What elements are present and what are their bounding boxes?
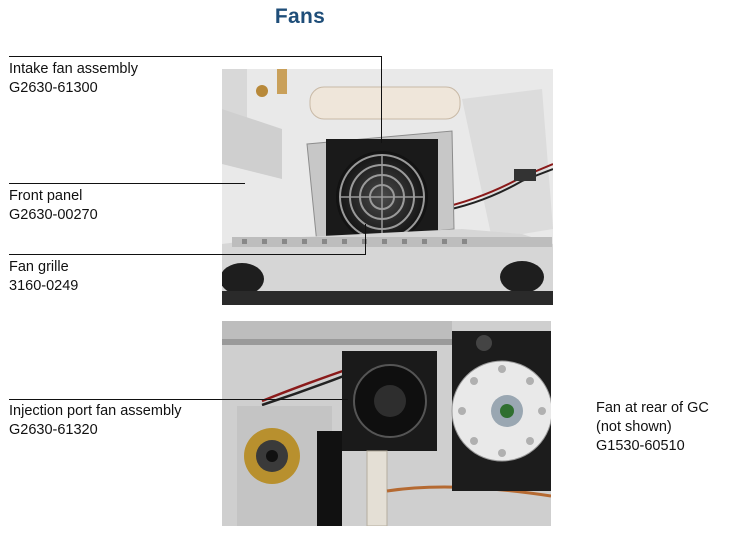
intake-fan-illustration bbox=[222, 69, 553, 305]
rear-fan-callout: Fan at rear of GC (not shown) G1530-6051… bbox=[596, 399, 709, 456]
intake-fan-leader-horizontal bbox=[9, 56, 382, 57]
rear-fan-note: (not shown) bbox=[596, 419, 672, 435]
rear-fan-part-number: G1530-60510 bbox=[596, 438, 685, 454]
fan-grille-callout: Fan grille 3160-0249 bbox=[9, 258, 78, 296]
rear-fan-label: Fan at rear of GC bbox=[596, 400, 709, 416]
intake-fan-photo bbox=[222, 69, 553, 305]
injection-port-fan-label: Injection port fan assembly bbox=[9, 403, 182, 419]
front-panel-leader bbox=[9, 183, 245, 184]
injection-port-fan-leader bbox=[9, 399, 348, 400]
front-panel-callout: Front panel G2630-00270 bbox=[9, 187, 98, 225]
intake-fan-label: Intake fan assembly bbox=[9, 61, 138, 77]
fan-grille-label: Fan grille bbox=[9, 259, 69, 275]
front-panel-label: Front panel bbox=[9, 188, 83, 204]
injection-port-fan-part-number: G2630-61320 bbox=[9, 422, 98, 438]
page-title: Fans bbox=[274, 5, 326, 28]
injection-port-fan-illustration bbox=[222, 321, 551, 526]
intake-fan-callout: Intake fan assembly G2630-61300 bbox=[9, 60, 138, 98]
fan-grille-leader-horizontal bbox=[9, 254, 365, 255]
injection-port-fan-callout: Injection port fan assembly G2630-61320 bbox=[9, 402, 181, 440]
intake-fan-part-number: G2630-61300 bbox=[9, 80, 98, 96]
fan-grille-part-number: 3160-0249 bbox=[9, 278, 79, 294]
fan-grille-leader-vertical bbox=[365, 224, 366, 255]
front-panel-part-number: G2630-00270 bbox=[9, 207, 98, 223]
injection-port-fan-photo bbox=[222, 321, 551, 526]
intake-fan-leader-vertical bbox=[381, 56, 382, 143]
